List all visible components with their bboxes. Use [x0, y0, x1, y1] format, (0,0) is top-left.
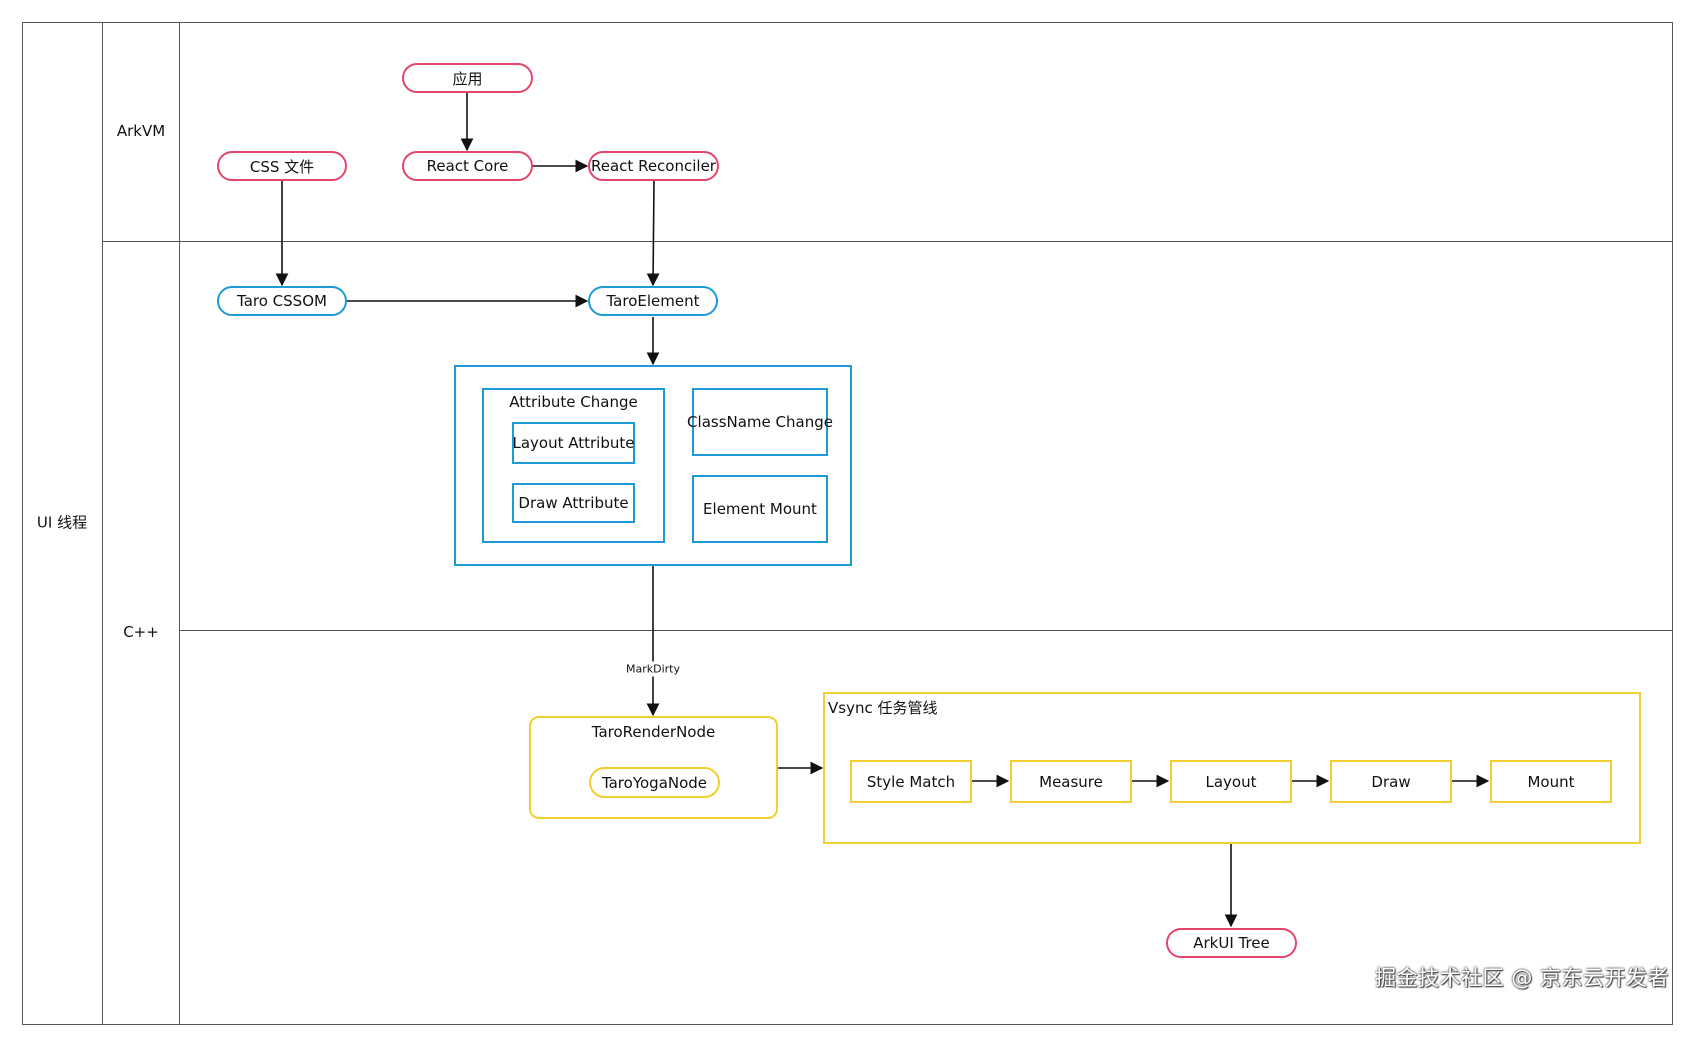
arkvm-lane-label: ArkVM: [116, 122, 166, 140]
element-changes-container: [454, 365, 852, 566]
taro-yoga-node: TaroYogaNode: [589, 767, 720, 798]
outer-lane-divider: [102, 22, 103, 1025]
layout-node: Layout: [1170, 760, 1292, 803]
taro-render-node-title: TaroRenderNode: [591, 723, 716, 741]
taro-element-node: TaroElement: [588, 286, 718, 316]
taro-render-node-container: [529, 716, 778, 819]
frame-right-border: [1672, 22, 1673, 1025]
style-match-node: Style Match: [850, 760, 972, 803]
css-file-node: CSS 文件: [217, 151, 347, 181]
measure-node: Measure: [1010, 760, 1132, 803]
app-node: 应用: [402, 63, 533, 93]
taro-cssom-node: Taro CSSOM: [217, 286, 347, 316]
classname-change-node: ClassName Change: [687, 388, 833, 456]
draw-node: Draw: [1330, 760, 1452, 803]
edge-reconciler-to-taro-element: [646, 180, 660, 287]
layout-attribute-node: Layout Attribute: [512, 422, 635, 464]
inner-lane-divider: [179, 22, 180, 1025]
react-reconciler-node: React Reconciler: [588, 151, 719, 181]
attribute-change-title: Attribute Change: [509, 393, 638, 411]
react-core-node: React Core: [402, 151, 533, 181]
draw-attribute-node: Draw Attribute: [512, 483, 635, 523]
frame-bottom-border: [22, 1024, 1673, 1025]
watermark: 掘金技术社区 @ 京东云开发者: [1375, 966, 1669, 990]
cpp-lane-label: C++: [123, 623, 159, 641]
cpp-render-divider: [179, 630, 1673, 631]
arkui-tree-node: ArkUI Tree: [1166, 928, 1297, 958]
vsync-pipeline-title: Vsync 任务管线: [828, 699, 938, 717]
mark-dirty-label: MarkDirty: [624, 661, 682, 677]
frame-left-border: [22, 22, 23, 1025]
arkvm-cpp-divider: [102, 241, 1673, 242]
vsync-pipeline-container: [823, 692, 1641, 844]
attribute-change-group: [482, 388, 665, 543]
frame-top-border: [22, 22, 1673, 23]
element-mount-node: Element Mount: [692, 475, 828, 543]
ui-thread-lane-label: UI 线程: [36, 513, 88, 532]
mount-node: Mount: [1490, 760, 1612, 803]
